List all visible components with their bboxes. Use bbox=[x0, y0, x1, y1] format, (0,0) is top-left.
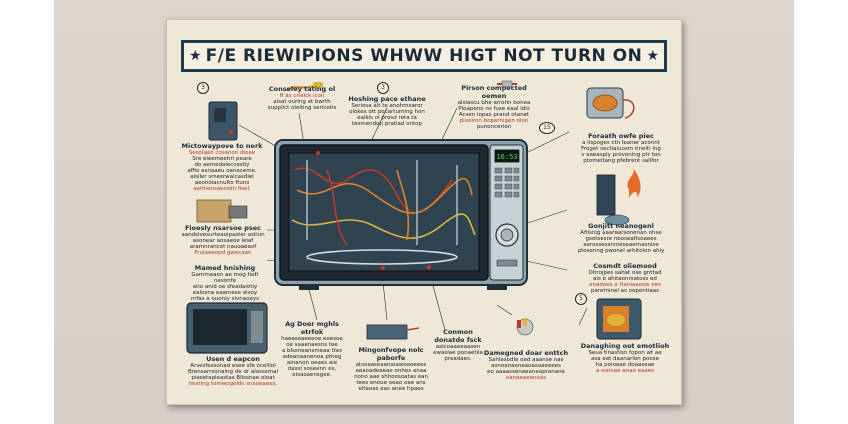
display-time: 16:53 bbox=[496, 153, 517, 161]
label-user: Usen d eapcon Arsesfessonad esee sfe oce… bbox=[187, 355, 279, 387]
label-fuse-left: Fioesly nsarsoe psec aandslvesurteaoipas… bbox=[181, 224, 265, 256]
label-power-board: Mingonfvope nolc paborfe atsoaaseaanaiaw… bbox=[354, 346, 428, 392]
label-damaged-cavity: Danaghing oot emotlioh Seua tinastisn fo… bbox=[580, 342, 670, 374]
label-door-switch: Gonjitt neanogenl Afilsnig aaaraarsonena… bbox=[577, 222, 665, 254]
label-thermal: Cosmdt oliemood Ditrojpes sahat ose gntt… bbox=[588, 262, 662, 294]
label-diode: Hoshing pace ethane Seriosa alt te anohm… bbox=[348, 95, 426, 127]
callout-number: 3 bbox=[377, 82, 389, 94]
callout-number: 3 bbox=[197, 82, 209, 94]
poster-title: F/E RIEWIPIONS WHWW HIGT NOT TURN ON bbox=[205, 46, 643, 66]
callout-number: 5 bbox=[575, 293, 587, 305]
label-capacitor: Conseley tating ol H as crieick icon als… bbox=[267, 85, 337, 111]
label-door-latch: Ag Doer mghls etrfok haeaseaeeeoe eoesoe… bbox=[281, 320, 343, 378]
label-mainboard: Mamed hnishing Gammeaen ae mog fadt neso… bbox=[190, 264, 259, 302]
title-banner-bar bbox=[181, 40, 667, 72]
label-transformer: Foraath owfe piec a lispoges ctn leaner … bbox=[581, 132, 661, 164]
title-banner: ★ ★ F/E RIEWIPIONS WHWW HIGT NOT TURN ON bbox=[181, 40, 667, 72]
callout-number: 15 bbox=[539, 122, 555, 134]
label-common-fuse: Conmon donatde fsck aslcoaaeeaasen ewasl… bbox=[433, 328, 483, 362]
diagram-illustration: 16:53 bbox=[186, 80, 642, 354]
star-icon-right: ★ bbox=[646, 47, 659, 63]
poster: ★ ★ F/E RIEWIPIONS WHWW HIGT NOT TURN ON bbox=[166, 19, 682, 405]
label-magnetron: Mictowaypove to nerk Sesolaeo cosanon di… bbox=[181, 142, 263, 192]
label-damaged-door: Damegned doar enttch Sahlasodle oad aaan… bbox=[483, 349, 569, 381]
label-fuse-top: Pirson compected oemen alslascu bhe arro… bbox=[457, 84, 531, 130]
star-icon-left: ★ bbox=[189, 47, 202, 63]
